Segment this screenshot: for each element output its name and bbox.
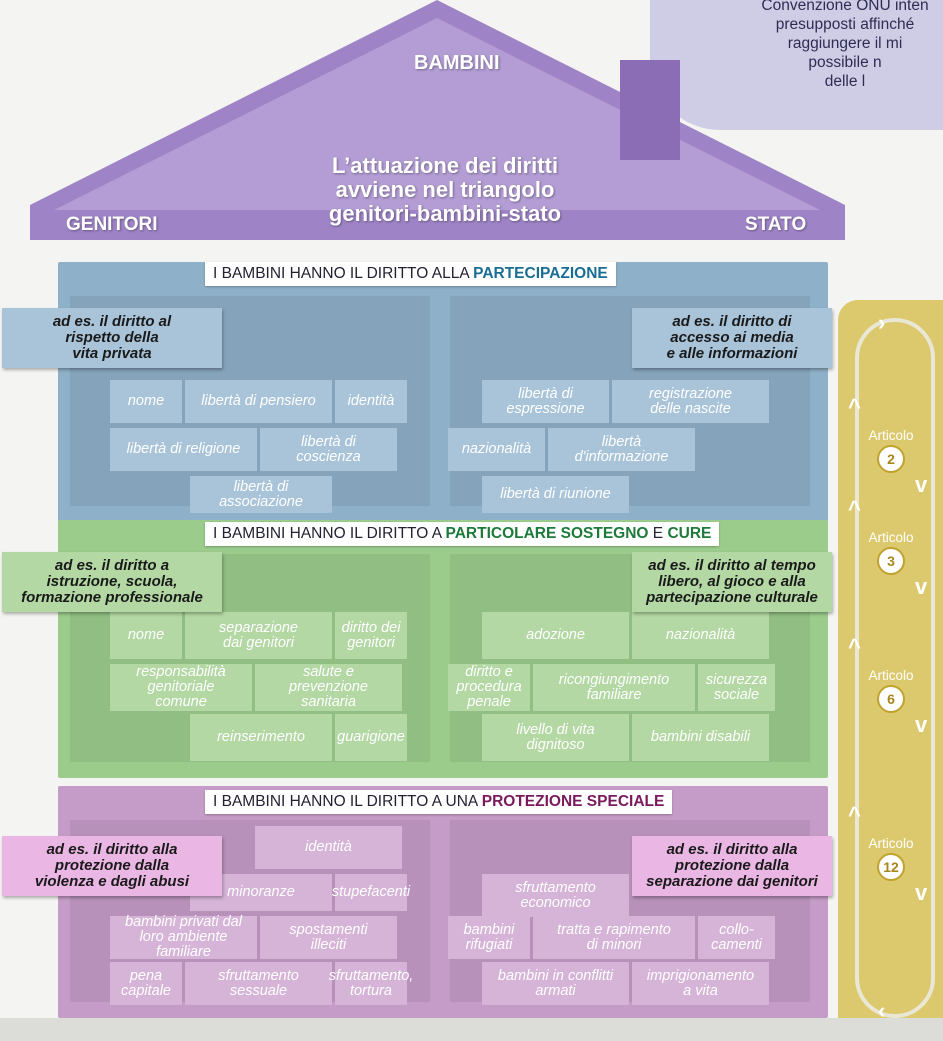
floor-1-brick: libertà di espressione (482, 380, 609, 423)
roof-center-text: L’attuazione dei diritti avviene nel tri… (328, 153, 562, 226)
chevron-down-icon: v (915, 712, 928, 737)
floor-2-brick: nazionalità (632, 612, 769, 659)
floor-2-callout-left: ad es. il diritto a istruzione, scuola, … (2, 552, 222, 612)
chevron-down-icon: v (915, 472, 928, 497)
floor-3-divider (432, 820, 448, 1002)
title-highlight: PARTICOLARE SOSTEGNO (445, 525, 649, 542)
cloud-text: Convenzione ONU inten presupposti affinc… (761, 0, 929, 90)
chevron-down-icon: v (915, 574, 928, 599)
floor-3-brick: stupefacenti (332, 874, 410, 911)
floor-3-brick: sfruttamento sessuale (185, 962, 332, 1005)
floor-1-brick: libertà di coscienza (260, 428, 397, 471)
arrow-right-icon: › (878, 310, 886, 335)
article-label: Articolo (868, 836, 914, 851)
title-highlight-2: CURE (667, 525, 712, 542)
roof-label-genitori: GENITORI (66, 214, 158, 235)
floor-1-brick: registrazione delle nascite (612, 380, 769, 423)
title-mid: E (648, 525, 668, 542)
article-label: Articolo (868, 428, 914, 443)
title-prefix: I BAMBINI HANNO IL DIRITTO A UNA (213, 793, 482, 810)
article-number: 6 (877, 685, 905, 713)
roof (30, 0, 845, 240)
floor-3-brick: bambini in conflitti armati (482, 962, 629, 1005)
floor-1-brick: libertà di religione (110, 428, 257, 471)
article-label: Articolo (868, 530, 914, 545)
floor-2-brick: sicurezza sociale (698, 664, 775, 711)
floor-2-callout-right: ad es. il diritto al tempo libero, al gi… (632, 552, 832, 612)
floor-3-brick: sfruttamento economico (482, 874, 629, 917)
floor-3-callout-left: ad es. il diritto alla protezione dalla … (2, 836, 222, 896)
floor-2-brick: guarigione (335, 714, 407, 761)
title-prefix: I BAMBINI HANNO IL DIRITTO ALLA (213, 265, 474, 282)
floor-1-callout-left: ad es. il diritto al rispetto della vita… (2, 308, 222, 368)
floor-3-brick: spostamenti illeciti (260, 916, 397, 959)
floor-3-brick: sfruttamento, tortura (329, 962, 413, 1005)
floor-3-brick: pena capitale (110, 962, 182, 1005)
article-badge-2: Articolo 2 (858, 428, 924, 473)
floor-1-brick: libertà di associazione (190, 476, 332, 513)
chevron-up-icon: ^ (848, 496, 861, 521)
cloud-bubble (650, 0, 943, 130)
floor-3-brick: collo- camenti (698, 916, 775, 959)
floor-1-brick: libertà di pensiero (185, 380, 332, 423)
floor-3-brick: tratta e rapimento di minori (533, 916, 695, 959)
floor-2-brick: responsabilità genitoriale comune (110, 664, 252, 711)
floor-1-brick: nazionalità (448, 428, 545, 471)
floor-2-brick: diritto dei genitori (335, 612, 407, 659)
floor-2-brick: adozione (482, 612, 629, 659)
floor-3-brick: imprigionamento a vita (632, 962, 769, 1005)
floor-2-divider (432, 554, 448, 762)
articles-track (855, 318, 935, 1018)
ground (0, 1018, 943, 1041)
article-number: 2 (877, 445, 905, 473)
article-number: 3 (877, 547, 905, 575)
title-highlight: PROTEZIONE SPECIALE (481, 793, 665, 810)
roof-label-bambini: BAMBINI (414, 52, 500, 74)
title-highlight: PARTECIPAZIONE (473, 265, 608, 282)
article-label: Articolo (868, 668, 914, 683)
floor-1-callout-right: ad es. il diritto di accesso ai media e … (632, 308, 832, 368)
floor-2-brick: nome (110, 612, 182, 659)
arrow-left-icon: ‹ (878, 998, 886, 1023)
floor-1-brick: nome (110, 380, 182, 423)
floor-1-brick: libertà d'informazione (548, 428, 695, 471)
title-prefix: I BAMBINI HANNO IL DIRITTO A (213, 525, 446, 542)
floor-2-brick: separazione dai genitori (185, 612, 332, 659)
article-badge-3: Articolo 3 (858, 530, 924, 575)
floor-3-brick: bambini rifugiati (448, 916, 530, 959)
roof-label-stato: STATO (745, 214, 807, 235)
article-number: 12 (877, 853, 905, 881)
floor-2-brick: ricongiungimento familiare (533, 664, 695, 711)
floor-2-brick: reinserimento (190, 714, 332, 761)
chimney (620, 60, 680, 160)
floor-2-brick: salute e prevenzione sanitaria (255, 664, 402, 711)
floor-1-divider (432, 296, 448, 506)
chevron-down-icon: v (915, 880, 928, 905)
floor-3-brick: identità (255, 826, 402, 869)
floor-1-brick: identità (335, 380, 407, 423)
floor-3-callout-right: ad es. il diritto alla protezione dalla … (632, 836, 832, 896)
chevron-up-icon: ^ (848, 802, 861, 827)
floor-3-brick: bambini privati dal loro ambiente famili… (110, 915, 257, 960)
floor-2-brick: livello di vita dignitoso (482, 714, 629, 761)
chevron-up-icon: ^ (848, 394, 861, 419)
article-badge-12: Articolo 12 (858, 836, 924, 881)
floor-1-title: I BAMBINI HANNO IL DIRITTO ALLA PARTECIP… (205, 262, 616, 286)
floor-3-title: I BAMBINI HANNO IL DIRITTO A UNA PROTEZI… (205, 790, 673, 814)
floor-2-brick: bambini disabili (632, 714, 769, 761)
chevron-up-icon: ^ (848, 634, 861, 659)
floor-2-title: I BAMBINI HANNO IL DIRITTO A PARTICOLARE… (205, 522, 720, 546)
floor-2-brick: diritto e procedura penale (448, 664, 530, 711)
article-badge-6: Articolo 6 (858, 668, 924, 713)
floor-1-brick: libertà di riunione (482, 476, 629, 513)
